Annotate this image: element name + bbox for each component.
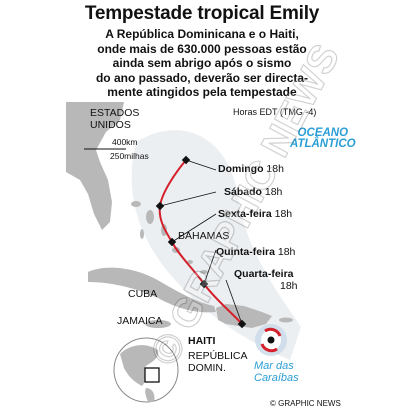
forecast-item: Sexta-feira 18h — [218, 208, 292, 220]
label-bahamas: BAHAMAS — [178, 230, 230, 242]
forecast-time: 18h — [264, 186, 283, 198]
jamaica-land — [145, 320, 171, 328]
ocean-line2: ATLÂNTICO — [290, 138, 356, 150]
forecast-time: 18h — [280, 280, 298, 292]
forecast-day: Sábado — [224, 186, 262, 198]
forecast-day: Quinta-feira — [216, 246, 275, 258]
sea-line2: Caraíbas — [254, 372, 299, 384]
subtitle-line: ainda sem abrigo após o sismo — [112, 56, 292, 70]
ocean-line1: OCEANO — [297, 127, 349, 139]
label-dr-line2: DOMIN. — [188, 362, 226, 374]
subtitle-line: mente atingidos pela tempestade — [107, 85, 297, 99]
sea-line1: Mar das — [254, 360, 294, 372]
subtitle: A República Dominicana e o Haiti, onde m… — [0, 27, 404, 114]
forecast-time: 18h — [266, 163, 284, 175]
subtitle-line: A República Dominicana e o Haiti, — [105, 27, 299, 41]
label-dr-line1: REPÚBLICA — [188, 350, 248, 362]
credit: © GRAPHIC NEWS — [270, 399, 341, 408]
forecast-time: 18h — [274, 208, 293, 220]
label-leaders — [159, 159, 243, 325]
scale-miles: 250milhas — [110, 151, 149, 161]
forecast-item: Domingo 18h — [218, 163, 284, 175]
forecast-item: Sábado 18h — [224, 186, 282, 198]
storm-track-map — [66, 102, 304, 398]
page-title: Tempestade tropical Emily — [84, 3, 320, 24]
subtitle-line: onde mais de 630.000 pessoas estão — [97, 41, 307, 56]
subtitle-line: do ano passado, deverão ser directa- — [95, 70, 309, 85]
forecast-item: Quinta-feira 18h — [216, 246, 295, 258]
forecast-day: Quarta-feira — [234, 268, 294, 280]
label-jamaica: JAMAICA — [117, 315, 163, 327]
usa-florida-land — [66, 102, 124, 230]
label-usa-line1: ESTADOS — [90, 107, 140, 119]
locator-globe — [113, 337, 179, 403]
cuba-land — [88, 267, 216, 313]
ocean-label: OCEANO ATLÂNTICO — [290, 127, 356, 150]
label-haiti: HAITI — [188, 335, 216, 347]
label-usa-line2: UNIDOS — [90, 119, 131, 131]
timezone-note: Horas EDT (TMG -4) — [233, 107, 317, 117]
forecast-item: Quarta-feira 18h — [234, 268, 298, 292]
forecast-day: Sexta-feira — [218, 208, 272, 220]
forecast-day: Domingo — [218, 163, 264, 175]
forecast-time: 18h — [277, 246, 296, 258]
puerto-rico-land — [279, 317, 293, 323]
scale-km: 400km — [112, 137, 138, 147]
hispaniola-land — [216, 304, 272, 328]
storm-symbol — [255, 324, 287, 356]
sea-label: Mar das Caraíbas — [254, 360, 299, 384]
label-cuba: CUBA — [128, 288, 158, 300]
